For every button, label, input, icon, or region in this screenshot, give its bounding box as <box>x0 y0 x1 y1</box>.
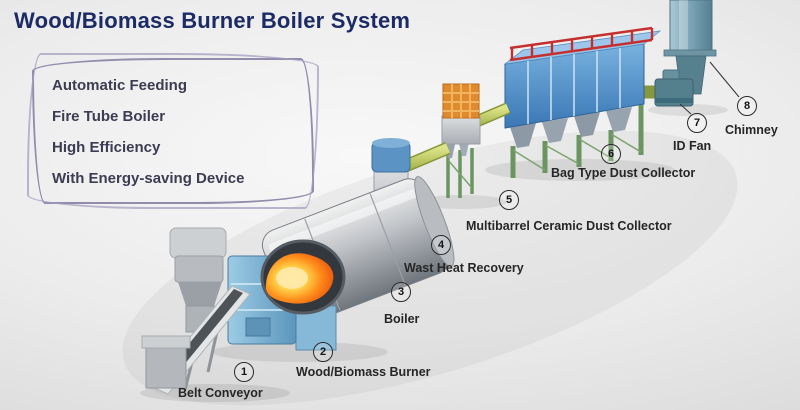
callout-number-bag-collector: 6 <box>601 144 621 164</box>
feature-fire-tube-boiler: Fire Tube Boiler <box>52 108 166 125</box>
feature-high-efficiency: High Efficiency <box>52 139 161 156</box>
callout-number-id-fan: 7 <box>687 113 707 133</box>
callout-number-chimney: 8 <box>737 96 757 116</box>
feed-hopper-graphic <box>169 227 227 333</box>
callout-label-bag-collector: Bag Type Dust Collector <box>551 166 696 180</box>
callout-label-burner: Wood/Biomass Burner <box>296 365 431 379</box>
callout-label-multibarrel: Multibarrel Ceramic Dust Collector <box>466 219 672 233</box>
feature-energy-saving: With Energy-saving Device <box>52 170 245 187</box>
callout-number-multibarrel: 5 <box>499 190 519 210</box>
callout-number-belt-conveyor: 1 <box>234 362 254 382</box>
flame-graphic <box>260 239 346 315</box>
callout-label-belt-conveyor: Belt Conveyor <box>178 386 263 400</box>
callout-label-id-fan: ID Fan <box>673 139 712 153</box>
features-box: Automatic Feeding Fire Tube Boiler High … <box>27 53 319 209</box>
belt-conveyor-graphic <box>141 285 251 395</box>
id-fan-graphic <box>654 69 694 107</box>
callout-label-boiler: Boiler <box>384 312 420 326</box>
multibarrel-collector-graphic <box>441 83 481 198</box>
page-title: Wood/Biomass Burner Boiler System <box>14 8 411 33</box>
callout-number-boiler: 3 <box>391 282 411 302</box>
callout-number-heat-recovery: 4 <box>431 235 451 255</box>
callout-label-heat-recovery: Wast Heat Recovery <box>404 261 524 275</box>
callout-leader-lines <box>679 61 740 115</box>
callout-number-burner: 2 <box>313 342 333 362</box>
callout-label-chimney: Chimney <box>725 123 778 137</box>
feature-automatic-feeding: Automatic Feeding <box>52 77 188 94</box>
bag-dust-collector-graphic <box>503 26 662 178</box>
